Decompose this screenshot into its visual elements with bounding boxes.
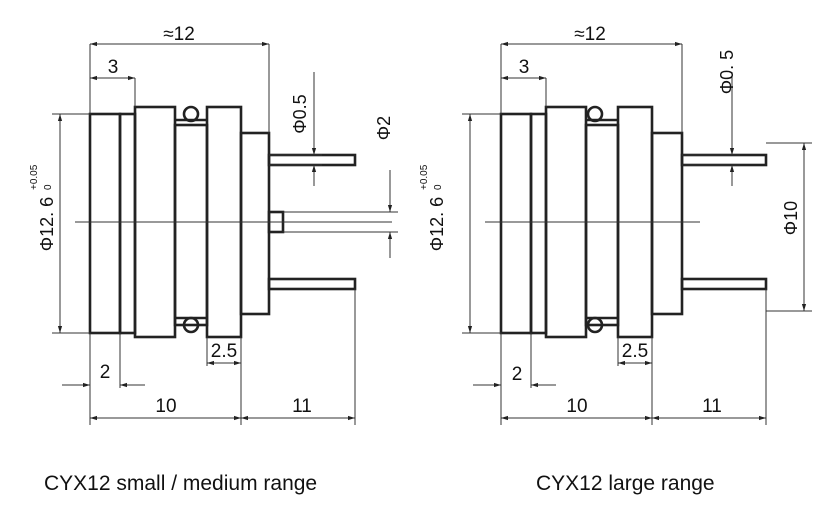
dim-body-length: 10 (566, 396, 587, 417)
dim-length: ≈12 (574, 24, 606, 45)
dim-pin-diameter: Φ0.5 (290, 94, 310, 133)
dim-flange: 3 (519, 57, 530, 78)
dim-vent-diameter: Φ2 (374, 116, 394, 140)
dim-pin-span: Φ10 (781, 201, 801, 235)
caption-small-medium: CYX12 small / medium range (44, 472, 318, 495)
dim-body-diameter: Φ12. 6 (427, 197, 447, 251)
dim-body-diameter-group: Φ12. 6 +0.05 0 (29, 164, 57, 251)
dim-step: 2 (100, 362, 111, 383)
dim-pin-length: 11 (292, 396, 312, 417)
sensor-drawing-large: ≈12 3 Φ0. 5 Φ10 Φ12. 6 +0.05 0 2 (419, 24, 812, 425)
dim-body-length: 10 (155, 396, 176, 417)
tolerance-lower: 0 (43, 184, 54, 190)
tolerance-upper: +0.05 (29, 164, 40, 190)
tolerance-upper: +0.05 (419, 164, 430, 190)
dim-pin-diameter: Φ0. 5 (717, 50, 737, 94)
dim-step: 2 (512, 364, 523, 385)
dim-length: ≈12 (163, 24, 195, 45)
dim-pin-length: 11 (702, 396, 722, 417)
dim-body-diameter-group: Φ12. 6 +0.05 0 (419, 164, 447, 251)
dim-ring: 2.5 (211, 341, 237, 362)
dim-ring: 2.5 (622, 341, 648, 362)
dim-body-diameter: Φ12. 6 (37, 197, 57, 251)
caption-large: CYX12 large range (536, 472, 715, 495)
sensor-drawing-small-medium: ≈12 3 Φ0.5 Φ2 Φ12. 6 +0.05 0 2 (29, 24, 398, 425)
dim-flange: 3 (108, 57, 119, 78)
tolerance-lower: 0 (433, 184, 444, 190)
